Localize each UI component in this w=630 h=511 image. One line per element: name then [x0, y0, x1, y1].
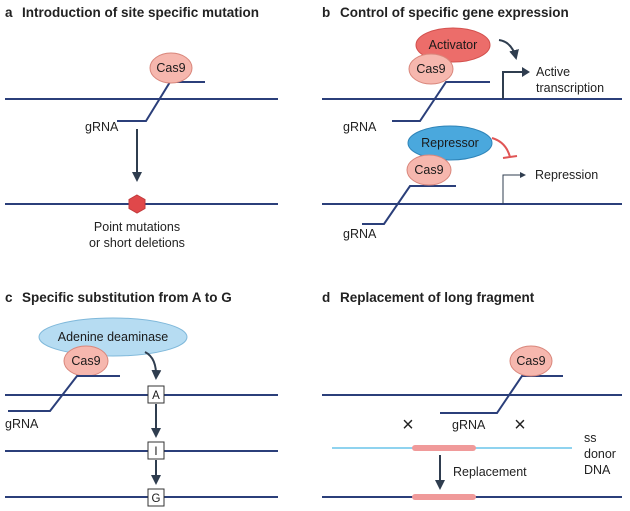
- panel-a-result-line1: Point mutations: [94, 220, 180, 234]
- repressed-promoter-arrow: [502, 174, 520, 204]
- panel-b-grna-label-bottom: gRNA: [343, 227, 377, 241]
- panel-b-cas9-bottom-label: Cas9: [414, 163, 443, 177]
- panel-a-label: a: [5, 5, 13, 20]
- inhibition-arrow: [491, 137, 511, 158]
- panel-b-cas9-top-label: Cas9: [416, 62, 445, 76]
- base-box-i: [147, 441, 165, 460]
- active-transcription-line2: transcription: [536, 81, 604, 95]
- panel-c: c Specific substitution from A to G Aden…: [5, 290, 278, 507]
- panel-a-cas9-label: Cas9: [156, 61, 185, 75]
- left-cross-icon: ×: [402, 414, 414, 436]
- panel-b-grna-label-top: gRNA: [343, 120, 377, 134]
- panel-c-label: c: [5, 290, 13, 305]
- base-box-g: [147, 488, 165, 507]
- donor-insert-segment: [412, 445, 476, 451]
- panel-b: b Control of specific gene expression gR…: [322, 5, 622, 241]
- panel-b-grna-strand-top: [392, 81, 490, 122]
- panel-d-grna-label: gRNA: [452, 418, 486, 432]
- inhibition-bar: [502, 155, 518, 159]
- right-cross-icon: ×: [514, 414, 526, 436]
- panel-d-grna-strand: [440, 375, 563, 414]
- panel-d: d Replacement of long fragment Cas9 gRNA…: [322, 290, 622, 500]
- ss-donor-label-line2: donor: [584, 447, 616, 461]
- active-promoter-arrow: [502, 71, 522, 99]
- panel-c-cas9-label: Cas9: [71, 354, 100, 368]
- ss-donor-label-line1: ss: [584, 431, 597, 445]
- panel-c-title: Specific substitution from A to G: [22, 290, 232, 305]
- activation-arrow: [498, 39, 519, 60]
- panel-d-title: Replacement of long fragment: [340, 290, 535, 305]
- panel-b-cas9-bottom-protein: [406, 154, 452, 186]
- panel-a-grna-strand: [117, 81, 205, 122]
- mutation-marker-icon: [128, 194, 146, 214]
- panel-d-label: d: [322, 290, 330, 305]
- panel-a-grna-label: gRNA: [85, 120, 119, 134]
- panel-b-label: b: [322, 5, 330, 20]
- repressor-label: Repressor: [421, 136, 479, 150]
- panel-b-title: Control of specific gene expression: [340, 5, 569, 20]
- panel-d-cas9-label: Cas9: [516, 354, 545, 368]
- activator-label: Activator: [429, 38, 478, 52]
- panel-b-cas9-top-protein: [408, 53, 454, 85]
- panel-a: a Introduction of site specific mutation…: [5, 5, 278, 250]
- repressed-promoter-arrowhead: [520, 172, 526, 178]
- base-g-label: G: [152, 493, 161, 505]
- panel-a-cas9-protein: [149, 52, 193, 84]
- base-i-label: I: [154, 446, 157, 458]
- base-a-label: A: [152, 390, 160, 402]
- adenine-deaminase-label: Adenine deaminase: [58, 330, 169, 344]
- replacement-label: Replacement: [453, 465, 527, 479]
- panel-d-cas9-protein: [509, 345, 553, 377]
- repression-label: Repression: [535, 168, 598, 182]
- active-transcription-line1: Active: [536, 65, 570, 79]
- deamination-arrow: [144, 351, 162, 380]
- base-box-a: [147, 385, 165, 404]
- active-promoter-arrowhead: [522, 67, 530, 77]
- panel-c-grna-strand: [8, 375, 120, 412]
- replaced-segment: [412, 494, 476, 500]
- activator-protein: [415, 27, 491, 63]
- panel-a-result-line2: or short deletions: [89, 236, 185, 250]
- ss-donor-label-line3: DNA: [584, 463, 611, 477]
- repressor-protein: [407, 125, 493, 161]
- panel-a-title: Introduction of site specific mutation: [22, 5, 259, 20]
- panel-b-grna-strand-bottom: [362, 185, 456, 225]
- adenine-deaminase-protein: [38, 317, 188, 357]
- panel-c-grna-label: gRNA: [5, 417, 39, 431]
